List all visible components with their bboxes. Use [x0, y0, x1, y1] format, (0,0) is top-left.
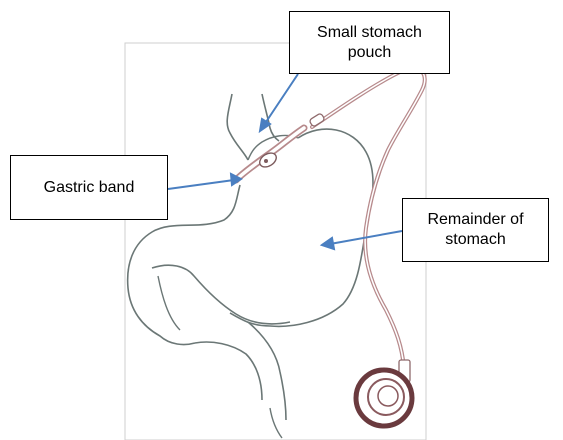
label-band-text: Gastric band [44, 178, 135, 198]
label-remainder-of-stomach: Remainder of stomach [402, 198, 549, 262]
port-septum [378, 386, 398, 406]
label-small-stomach-pouch: Small stomach pouch [289, 11, 450, 74]
label-pouch-line1: Small stomach [317, 23, 422, 43]
band-buckle-dot [264, 159, 268, 163]
label-gastric-band: Gastric band [10, 155, 168, 220]
label-remainder-line2: stomach [427, 230, 523, 250]
label-remainder-line1: Remainder of [427, 210, 523, 230]
label-pouch-line2: pouch [317, 43, 422, 63]
